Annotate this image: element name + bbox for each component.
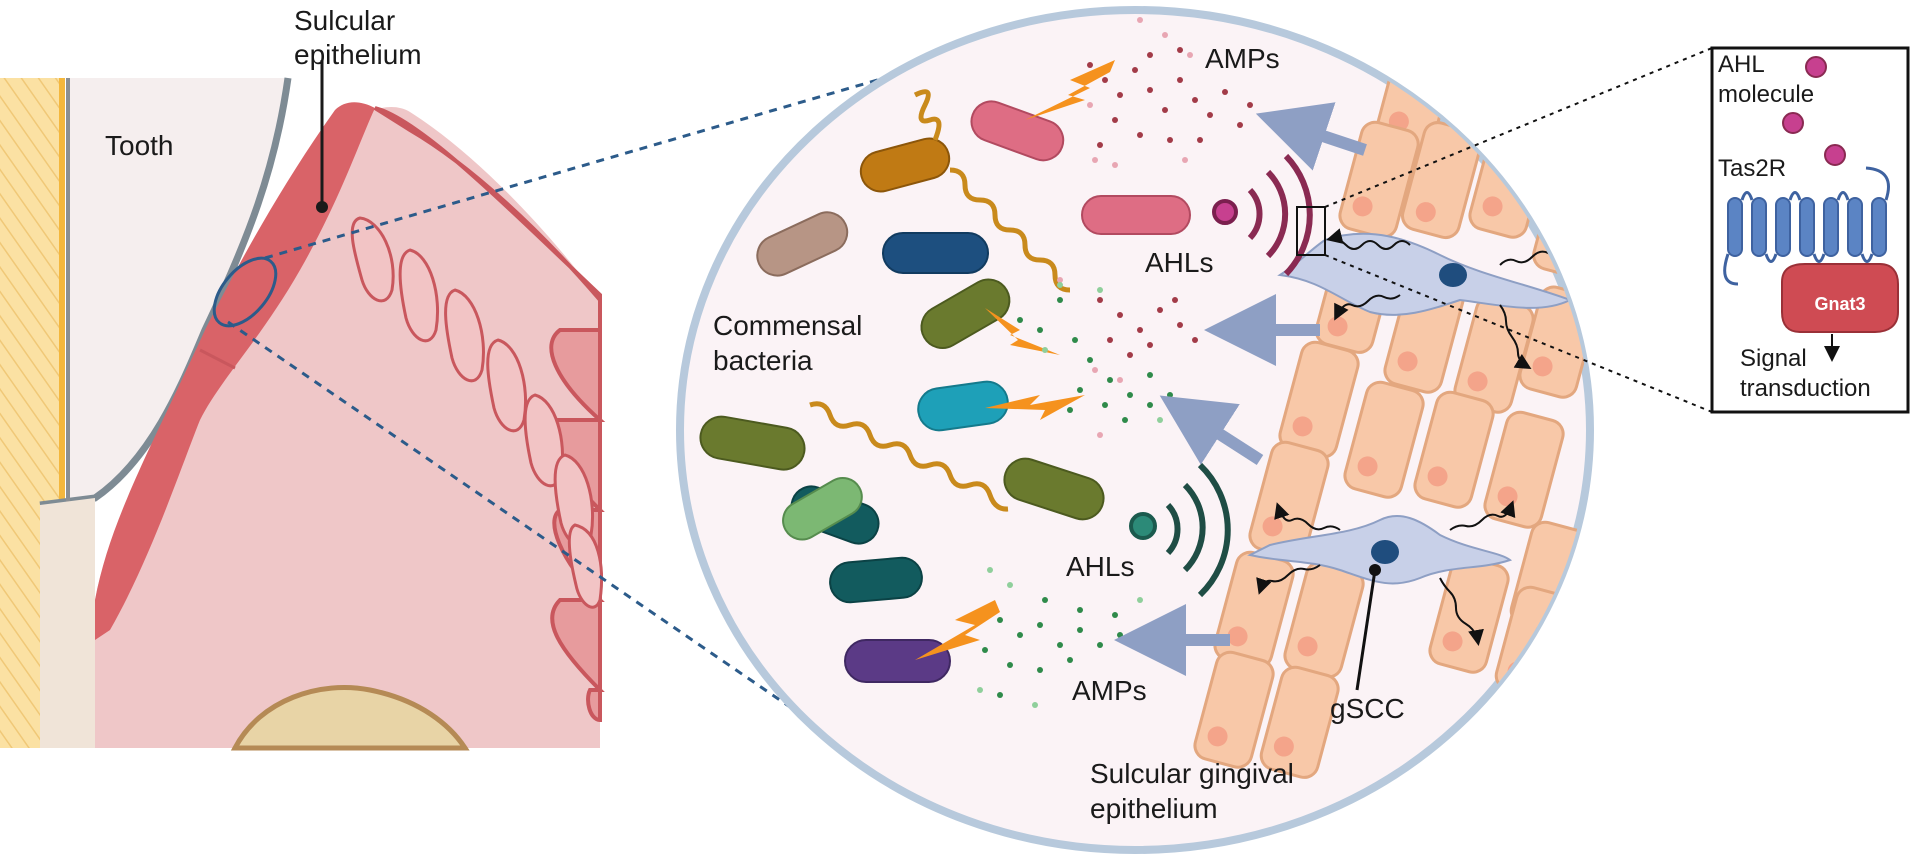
bacterium-pink-top: [970, 100, 1065, 162]
gscc-cell-top: [1277, 232, 1573, 316]
amp-release-arrows: [1114, 102, 1367, 676]
commensal-label-2: bacteria: [713, 345, 813, 376]
tooth-shape: [40, 78, 288, 748]
bacterium-cyan: [917, 380, 1009, 432]
inset-target-box: [1296, 206, 1326, 256]
inset-line-top: [1324, 47, 1713, 208]
zoom-circle: AMPs AHLs Commensal bacteria AHLs AMPs g…: [676, 6, 1594, 854]
inset-panel: AHL molecule Tas2R Gnat3 Signal transduc…: [1710, 46, 1910, 414]
inset-ahl-label-2: molecule: [1718, 81, 1814, 108]
sulcular-epithelium-band: [95, 102, 375, 640]
amp-dots: [977, 17, 1253, 708]
bacteria-group: [699, 89, 1191, 683]
signal-label-1: Signal: [1740, 345, 1807, 372]
gnat3-label: Gnat3: [1814, 294, 1865, 314]
bacterium-navy: [882, 232, 989, 274]
bacterium-olive-3: [1003, 457, 1105, 521]
bacterium-darkteal-2: [829, 556, 923, 604]
gscc-label: gSCC: [1330, 693, 1405, 724]
amps-label-top: AMPs: [1205, 43, 1280, 74]
sulcular-gingival-label-2: epithelium: [1090, 793, 1218, 824]
ahls-label-bottom: AHLs: [1066, 551, 1134, 582]
bacterium-pink-mid: [1081, 195, 1191, 235]
gingiva-body: [95, 107, 600, 748]
ahl-molecule-icon-1: [1805, 56, 1827, 78]
lightning-bolts: [915, 60, 1115, 660]
ahl-molecule-icon-2: [1782, 112, 1804, 134]
bacterium-olive-2: [699, 415, 806, 471]
amps-label-bottom: AMPs: [1072, 675, 1147, 706]
zoom-line-bottom: [227, 320, 886, 774]
sulcular-gingival-label-1: Sulcular gingival: [1090, 758, 1294, 789]
ahl-molecule-bottom: [1129, 512, 1157, 540]
ahls-label-top: AHLs: [1145, 247, 1213, 278]
signal-label-2: transduction: [1740, 375, 1871, 402]
sulcular-label-2: epithelium: [294, 39, 422, 70]
ahl-molecule-top: [1212, 199, 1238, 225]
inset-tas2r-label: Tas2R: [1718, 155, 1786, 182]
tooth-label: Tooth: [105, 130, 174, 161]
bacterium-orange: [859, 89, 1071, 293]
bacterium-brown: [756, 211, 849, 277]
sulcular-label-1: Sulcular: [294, 5, 395, 36]
inset-ahl-label-1: AHL: [1718, 51, 1765, 78]
inset-line-bottom: [1324, 254, 1713, 413]
ahl-molecule-icon-3: [1824, 144, 1846, 166]
rete-pegs: [350, 216, 604, 609]
tooth-panel: Tooth Sulcular epithelium: [0, 5, 606, 751]
ahl-waves-bottom: [1165, 462, 1231, 598]
bacterium-lightgreen: [782, 477, 863, 541]
bacterium-spiral: [809, 401, 1009, 512]
commensal-label-1: Commensal: [713, 310, 862, 341]
bone: [230, 685, 470, 751]
bacterium-purple: [844, 639, 951, 683]
gnat3-protein: [1781, 263, 1899, 333]
tas2r-receptor: [1727, 197, 1887, 257]
zoom-line-top: [264, 70, 906, 260]
gscc-cell-bottom: [1247, 515, 1513, 585]
zoom-target-ellipse: [212, 256, 278, 328]
bacterium-olive-1: [920, 278, 1011, 349]
